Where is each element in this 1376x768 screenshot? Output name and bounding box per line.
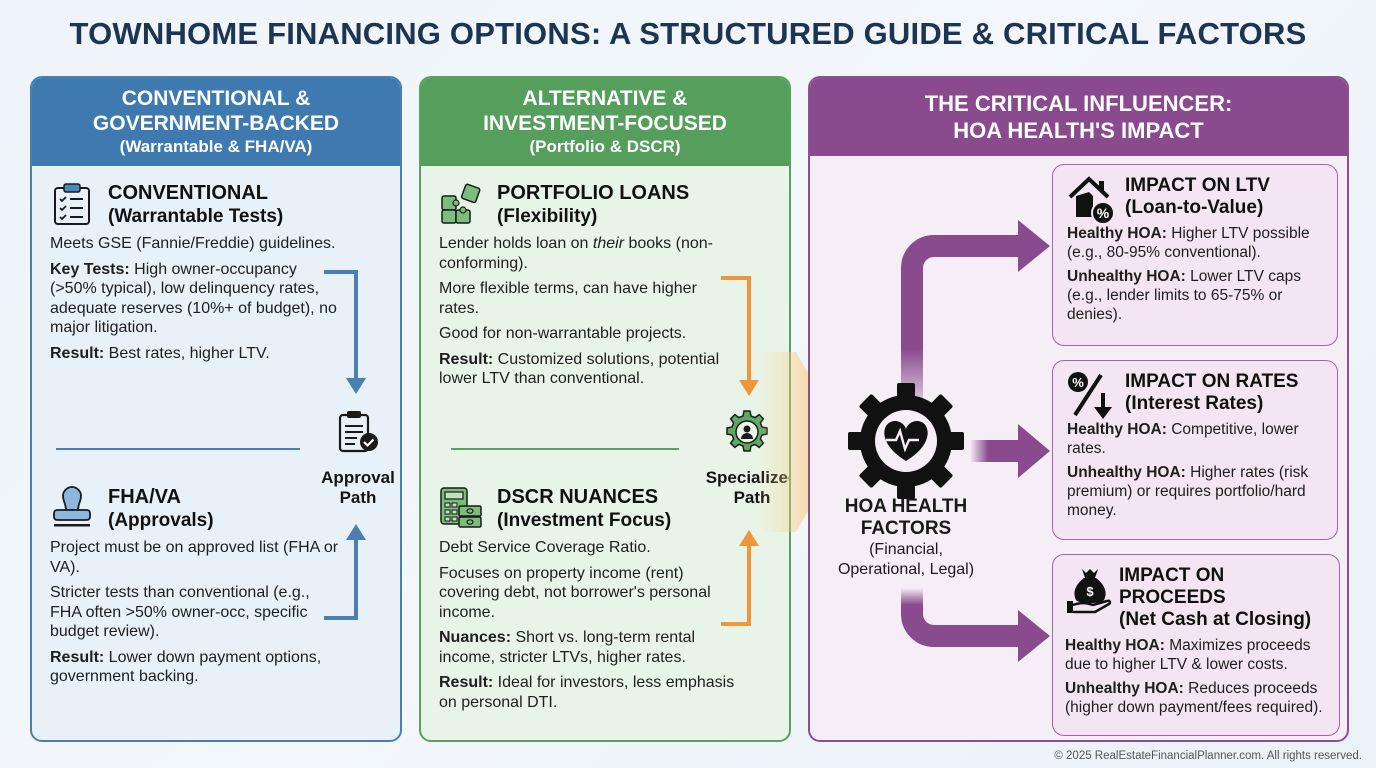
healthy-text: Healthy HOA: Maximizes proceeds due to h… bbox=[1065, 637, 1311, 673]
house-percent-icon: % bbox=[1067, 175, 1115, 225]
body-text: Debt Service Coverage Ratio. bbox=[439, 539, 651, 556]
page-title: TOWNHOME FINANCING OPTIONS: A STRUCTURED… bbox=[69, 16, 1307, 51]
copyright-footer: © 2025 RealEstateFinancialPlanner.com. A… bbox=[1054, 750, 1362, 762]
percent-down-arrow-icon: % bbox=[1067, 371, 1112, 419]
section-subtitle: (Investment Focus) bbox=[497, 510, 672, 531]
result-text: Result: Best rates, higher LTV. bbox=[50, 344, 270, 362]
impact-subtitle: (Loan-to-Value) bbox=[1125, 197, 1264, 218]
section-title: CONVENTIONAL bbox=[108, 182, 268, 204]
key-tests-text: Key Tests: High owner-occupancy (>50% ty… bbox=[50, 260, 337, 337]
flow-chevron bbox=[756, 352, 848, 532]
unhealthy-text: Unhealthy HOA: Lower LTV caps (e.g., len… bbox=[1067, 268, 1301, 323]
body-text: Meets GSE (Fannie/Freddie) guidelines. bbox=[50, 235, 336, 252]
body-text: Good for non-warrantable projects. bbox=[439, 325, 687, 342]
impact-card-proceeds: $ IMPACT ON PROCEEDS (Net Cash at Closin… bbox=[1052, 554, 1340, 736]
impact-card-rates: % IMPACT ON RATES (Interest Rates) Healt… bbox=[1052, 360, 1338, 540]
section-title: PORTFOLIO LOANS bbox=[497, 182, 690, 204]
panel-heading-line1: THE CRITICAL INFLUENCER: bbox=[924, 91, 1233, 116]
approval-path-label: Approval Path bbox=[321, 468, 395, 507]
panel-conventional-government: CONVENTIONAL & GOVERNMENT-BACKED (Warran… bbox=[30, 76, 402, 742]
arrow-up-icon bbox=[346, 524, 366, 540]
panel-heading-sub: (Portfolio & DSCR) bbox=[529, 137, 681, 156]
body-text: Focuses on property income (rent) coveri… bbox=[439, 564, 711, 621]
section-subtitle: (Warrantable Tests) bbox=[108, 206, 284, 227]
section-title: DSCR NUANCES bbox=[497, 486, 659, 508]
unhealthy-text: Unhealthy HOA: Reduces proceeds (higher … bbox=[1065, 680, 1323, 716]
arrow-to-proceeds bbox=[901, 588, 1020, 647]
section-divider bbox=[451, 448, 679, 450]
panel-alternative-investment: ALTERNATIVE & INVESTMENT-FOCUSED (Portfo… bbox=[419, 76, 791, 742]
section-conventional: CONVENTIONAL (Warrantable Tests) Meets G… bbox=[50, 182, 340, 363]
stamp-icon bbox=[50, 486, 94, 530]
impact-subtitle: (Interest Rates) bbox=[1125, 393, 1264, 414]
body-text: Lender holds loan on their books (non-co… bbox=[439, 235, 713, 272]
section-dscr: DSCR NUANCES (Investment Focus) Debt Ser… bbox=[439, 486, 739, 712]
section-divider bbox=[56, 448, 300, 450]
panel-heading-line2: HOA HEALTH'S IMPACT bbox=[953, 118, 1204, 143]
panel-hoa-health: THE CRITICAL INFLUENCER: HOA HEALTH'S IM… bbox=[808, 76, 1349, 742]
puzzle-icon bbox=[439, 182, 483, 226]
section-subtitle: (Flexibility) bbox=[497, 206, 598, 227]
approved-clipboard-icon bbox=[334, 408, 378, 453]
impact-arrows bbox=[901, 220, 1050, 662]
arrow-to-ltv bbox=[901, 235, 1020, 418]
arrow-right-icon bbox=[1018, 610, 1050, 662]
arrow-up-icon bbox=[739, 530, 759, 546]
arrow-right-icon bbox=[1018, 220, 1050, 272]
money-bag-hand-icon: $ bbox=[1065, 565, 1112, 614]
impact-title: IMPACT ON PROCEEDS bbox=[1119, 565, 1226, 608]
section-portfolio-loans: PORTFOLIO LOANS (Flexibility) Lender hol… bbox=[439, 182, 739, 389]
arrow-down-icon bbox=[346, 378, 366, 394]
body-text: More flexible terms, can have higher rat… bbox=[439, 280, 697, 317]
panel-heading-line1: ALTERNATIVE & bbox=[522, 87, 688, 110]
healthy-text: Healthy HOA: Higher LTV possible (e.g., … bbox=[1067, 225, 1310, 261]
unhealthy-text: Unhealthy HOA: Higher rates (risk premiu… bbox=[1067, 464, 1309, 519]
section-fha-va: FHA/VA (Approvals) Project must be on ap… bbox=[50, 486, 340, 687]
approval-path-connector bbox=[324, 270, 366, 620]
arrow-to-rates bbox=[970, 440, 1022, 462]
panel-header: CONVENTIONAL & GOVERNMENT-BACKED (Warran… bbox=[32, 78, 400, 166]
impact-title: IMPACT ON RATES bbox=[1125, 371, 1299, 392]
healthy-text: Healthy HOA: Competitive, lower rates. bbox=[1067, 421, 1299, 457]
body-text: Project must be on approved list (FHA or… bbox=[50, 539, 339, 576]
gear-heartbeat-icon bbox=[846, 381, 966, 501]
panel-heading-line1: CONVENTIONAL & bbox=[121, 87, 311, 110]
section-subtitle: (Approvals) bbox=[108, 510, 214, 531]
hoa-health-factors-label: HOA HEALTH FACTORS (Financial, Operation… bbox=[837, 496, 975, 578]
calculator-cash-icon bbox=[439, 486, 483, 530]
result-text: Result: Ideal for investors, less emphas… bbox=[439, 674, 735, 711]
svg-text:%: % bbox=[1072, 375, 1084, 390]
panel-heading-sub: (Warrantable & FHA/VA) bbox=[119, 137, 313, 156]
panel-heading-line2: GOVERNMENT-BACKED bbox=[92, 112, 340, 135]
svg-text:%: % bbox=[1097, 205, 1110, 221]
specialized-path-connector bbox=[721, 276, 759, 626]
checklist-clipboard-icon bbox=[50, 182, 94, 226]
arrow-down-icon bbox=[739, 380, 759, 396]
impact-title: IMPACT ON LTV bbox=[1125, 175, 1270, 196]
svg-text:$: $ bbox=[1086, 584, 1094, 599]
panel-heading-line2: INVESTMENT-FOCUSED bbox=[483, 112, 727, 135]
arrow-right-icon bbox=[1018, 424, 1050, 478]
impact-subtitle: (Net Cash at Closing) bbox=[1119, 609, 1312, 630]
result-text: Result: Customized solutions, potential … bbox=[439, 350, 720, 388]
body-text: Stricter tests than conventional (e.g., … bbox=[50, 584, 310, 640]
section-title: FHA/VA bbox=[108, 486, 181, 508]
nuances-text: Nuances: Short vs. long-term rental inco… bbox=[439, 629, 696, 666]
panel-header: THE CRITICAL INFLUENCER: HOA HEALTH'S IM… bbox=[810, 78, 1347, 156]
result-text: Result: Lower down payment options, gove… bbox=[50, 648, 322, 686]
impact-card-ltv: % IMPACT ON LTV (Loan-to-Value) Healthy … bbox=[1052, 164, 1338, 346]
panel-header: ALTERNATIVE & INVESTMENT-FOCUSED (Portfo… bbox=[421, 78, 789, 166]
